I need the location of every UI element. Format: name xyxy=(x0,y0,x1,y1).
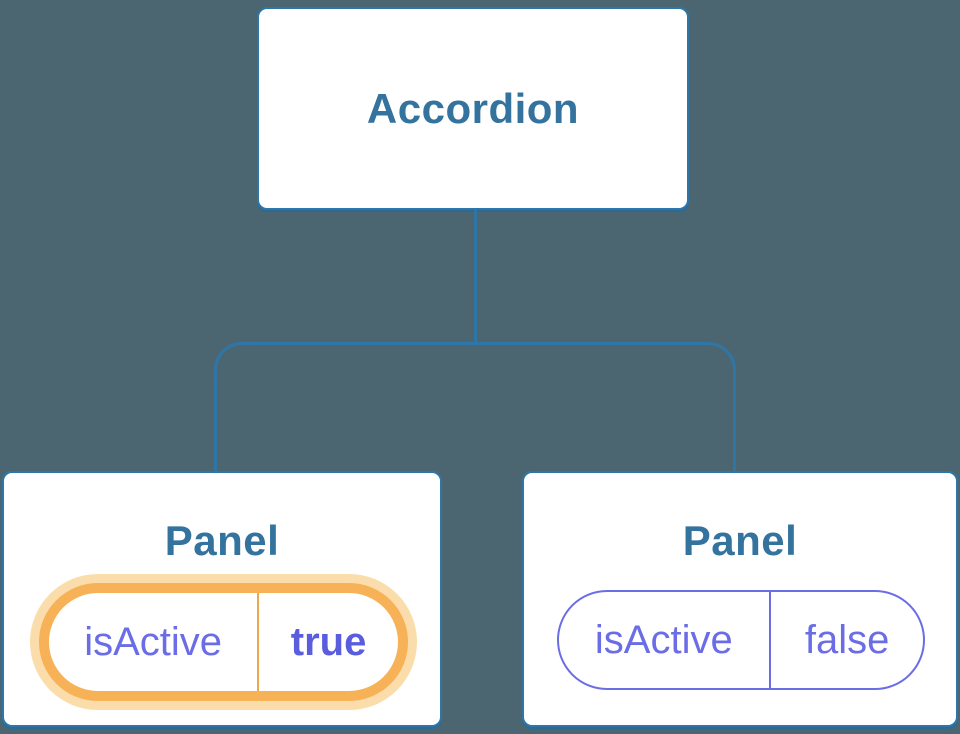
accordion-node-label: Accordion xyxy=(366,84,580,132)
panel-node-active: Panel isActive true xyxy=(2,471,442,727)
connector-root-stem xyxy=(473,208,477,345)
state-value: true xyxy=(290,619,367,664)
pill-divider xyxy=(768,592,772,688)
accordion-node: Accordion xyxy=(257,7,689,210)
state-pill-active: isActive true xyxy=(39,583,408,701)
panel-title: Panel xyxy=(682,517,798,564)
pill-divider xyxy=(257,593,260,691)
connector-fork xyxy=(213,342,736,472)
state-key: isActive xyxy=(84,619,222,664)
state-key: isActive xyxy=(594,617,733,662)
panel-node-inactive: Panel isActive false xyxy=(522,471,958,727)
state-value: false xyxy=(804,617,890,662)
state-pill-inactive: isActive false xyxy=(557,590,925,690)
panel-title: Panel xyxy=(164,517,280,564)
